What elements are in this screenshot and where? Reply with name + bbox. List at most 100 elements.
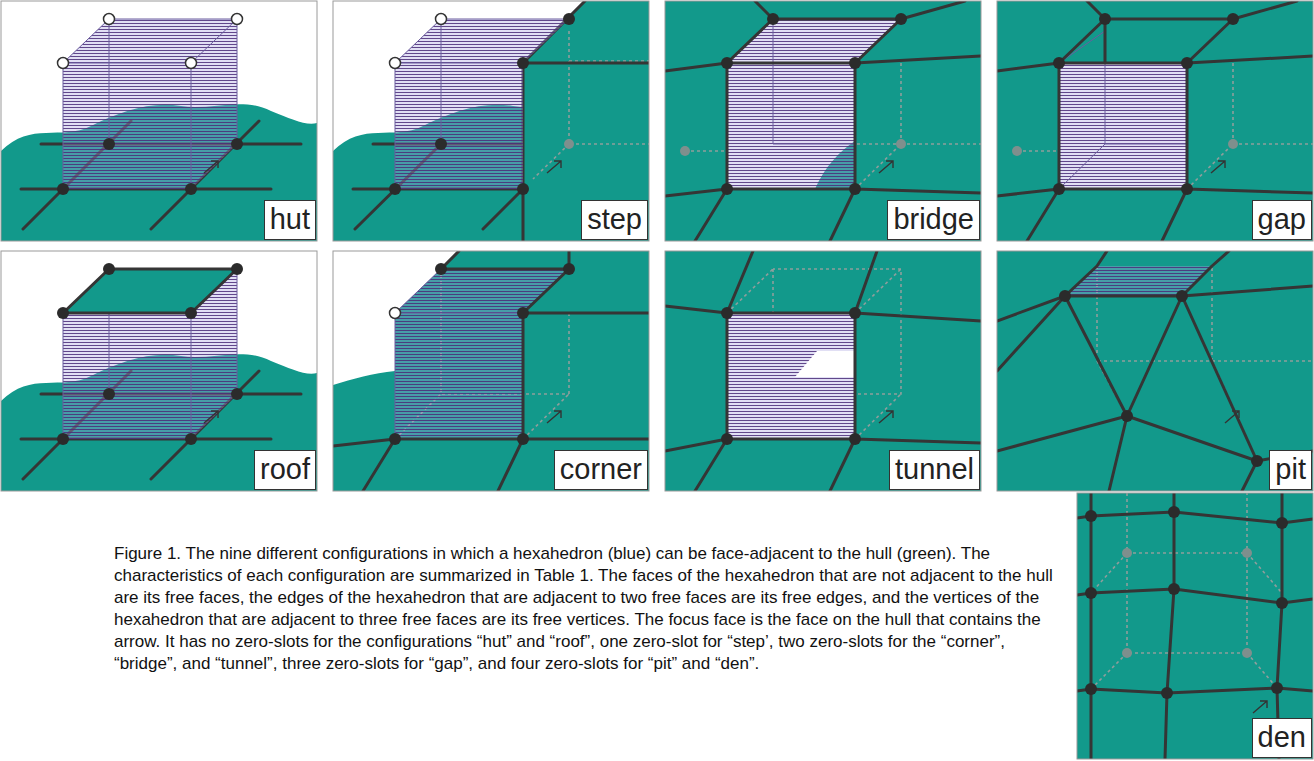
gap-illustration xyxy=(997,1,1313,241)
hut-illustration xyxy=(63,19,237,189)
configuration-name: gap xyxy=(1258,202,1306,237)
corner-illustration xyxy=(517,433,529,445)
gap-illustration xyxy=(1059,31,1187,189)
hut-illustration xyxy=(1,1,317,241)
den-illustration xyxy=(1242,548,1252,558)
roof-illustration xyxy=(63,269,237,313)
step-illustration xyxy=(353,1,649,241)
bridge-illustration xyxy=(680,146,690,156)
caption-text: Figure 1. The nine different configurati… xyxy=(114,544,1053,673)
bridge-illustration xyxy=(665,1,981,241)
roof-illustration xyxy=(1,251,317,491)
hut-illustration xyxy=(204,161,218,173)
corner-illustration xyxy=(333,251,649,491)
step-illustration xyxy=(547,161,561,173)
hut-illustration xyxy=(231,138,243,150)
bridge-illustration xyxy=(721,183,733,195)
tunnel-illustration xyxy=(665,251,981,491)
tunnel-illustration xyxy=(721,307,733,319)
corner-illustration xyxy=(389,433,401,445)
bridge-illustration xyxy=(896,139,906,149)
corner-illustration xyxy=(390,308,401,319)
den-illustration xyxy=(1168,583,1180,595)
gap-illustration xyxy=(1228,139,1238,149)
step-illustration xyxy=(564,139,574,149)
den-illustration xyxy=(1085,587,1097,599)
step-illustration xyxy=(517,57,529,69)
den-illustration xyxy=(1242,648,1252,658)
den-illustration xyxy=(1253,701,1267,713)
pit-illustration xyxy=(1059,290,1071,302)
roof-illustration xyxy=(185,433,197,445)
roof-illustration xyxy=(1,251,317,491)
gap-illustration xyxy=(1211,161,1225,173)
hut-illustration xyxy=(63,19,237,189)
den-illustration xyxy=(1085,510,1097,522)
pit-illustration xyxy=(1065,266,1212,296)
tunnel-illustration xyxy=(727,313,855,439)
configuration-name: roof xyxy=(260,452,310,487)
configuration-label: tunnel xyxy=(889,450,980,490)
bridge-illustration xyxy=(849,57,861,69)
bridge-illustration xyxy=(767,13,779,25)
tunnel-illustration xyxy=(727,313,855,439)
tunnel-illustration xyxy=(795,351,855,377)
step-illustration xyxy=(435,138,447,150)
gap-illustration xyxy=(1181,57,1193,69)
pit-illustration xyxy=(1225,411,1239,423)
gap-illustration xyxy=(997,1,1313,241)
tunnel-illustration xyxy=(879,411,893,423)
hut-illustration xyxy=(1,1,317,241)
configuration-label: roof xyxy=(254,450,316,490)
corner-illustration xyxy=(333,251,649,491)
hut-illustration xyxy=(104,14,115,25)
configuration-name: bridge xyxy=(893,202,974,237)
step-illustration xyxy=(436,14,447,25)
pit-illustration xyxy=(997,251,1313,491)
den-illustration xyxy=(1077,493,1313,759)
tunnel-illustration xyxy=(849,433,861,445)
corner-illustration xyxy=(333,251,649,491)
roof-illustration xyxy=(231,263,243,275)
pit-illustration xyxy=(997,251,1313,491)
configuration-label: step xyxy=(581,200,648,240)
bridge-illustration xyxy=(895,13,907,25)
hut-illustration xyxy=(57,183,69,195)
bridge-illustration xyxy=(665,1,981,241)
den-illustration xyxy=(1077,493,1313,759)
roof-illustration xyxy=(63,269,237,313)
hut-illustration xyxy=(103,138,115,150)
pit-illustration xyxy=(997,251,1313,491)
gap-illustration xyxy=(1017,61,1313,189)
gap-illustration xyxy=(1181,183,1193,195)
corner-illustration xyxy=(333,251,649,491)
step-illustration xyxy=(533,31,649,179)
configuration-label: hut xyxy=(264,200,316,240)
bridge-illustration xyxy=(721,57,733,69)
configuration-label: den xyxy=(1252,718,1312,758)
roof-illustration xyxy=(1,251,317,491)
step-illustration xyxy=(333,1,649,241)
hut-illustration xyxy=(186,58,197,69)
configuration-label: gap xyxy=(1252,200,1312,240)
roof-illustration xyxy=(231,388,243,400)
gap-illustration xyxy=(997,1,1313,241)
gap-illustration xyxy=(997,1,1313,241)
den-illustration xyxy=(1077,493,1313,759)
den-illustration xyxy=(1085,683,1097,695)
corner-illustration xyxy=(547,411,561,423)
den-illustration xyxy=(1077,493,1313,759)
step-illustration xyxy=(563,13,575,25)
tunnel-illustration xyxy=(665,251,981,491)
pit-illustration xyxy=(997,251,1313,491)
hut-illustration xyxy=(58,58,69,69)
roof-illustration xyxy=(185,307,197,319)
configuration-name: step xyxy=(587,202,642,237)
den-illustration xyxy=(1122,548,1132,558)
hut-illustration xyxy=(232,14,243,25)
den-illustration xyxy=(1271,682,1283,694)
step-illustration xyxy=(333,1,649,241)
configuration-label: pit xyxy=(1269,450,1312,490)
roof-illustration xyxy=(63,269,237,439)
den-illustration xyxy=(1276,517,1288,529)
